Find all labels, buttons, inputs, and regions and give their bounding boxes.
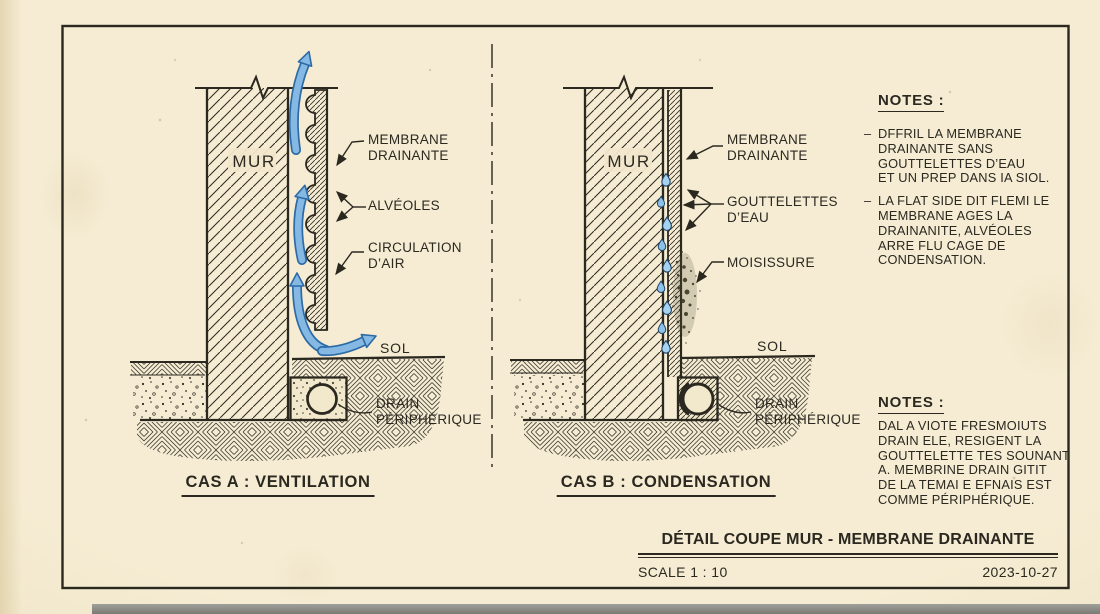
drawing-date: 2023-10-27 [982,564,1058,580]
water-droplets-b [656,172,672,354]
bullet-dash: – [864,193,872,209]
ground-line-b [680,354,816,360]
drawing-scale: SCALE 1 : 10 [638,564,728,580]
leader-lines-b [682,145,752,414]
notes-bottom-body: DAL A VIOTE FRESMOIUTS DRAIN ELE, RESIGE… [878,418,1071,507]
gravel-a [133,376,207,420]
airflow-arrows-a [288,50,377,357]
bullet-dash: – [864,126,872,141]
note-item: – LA FLAT SIDE DIT FLEMI LE MEMBRANE AGE… [864,193,1076,268]
case-a-drawing [130,50,446,461]
membrane-a [305,89,328,331]
drawing-title: DÉTAIL COUPE MUR - MEMBRANE DRAINANTE [638,531,1058,558]
wall-top-break-a [195,74,338,101]
drain-b [676,376,719,422]
note-text: LA FLAT SIDE DIT FLEMI LE MEMBRANE AGES … [878,193,1050,268]
title-block: DÉTAIL COUPE MUR - MEMBRANE DRAINANTE SC… [638,531,1058,580]
label-drain-a: DRAIN PÉRIPHÉRIQUE [376,396,482,427]
topsoil-band-b [511,361,585,374]
label-drain-b: DRAIN PÉRIPHÉRIQUE [755,396,861,427]
label-backing [228,148,276,172]
label-sol-b: SOL [757,338,788,354]
wall-a [207,88,288,420]
wall-label-a: MUR [232,152,276,171]
membrane-b [667,88,683,377]
notes-bottom-heading: NOTES : [878,394,945,415]
label-membrane-a: MEMBRANE DRAINANTE [368,132,449,163]
note-text: DFFRIL LA MEMBRANE DRAINANTE SANS GOUTTE… [878,126,1050,186]
leader-lines-a [335,140,373,414]
topsoil-band-a [131,362,207,375]
label-backing [604,148,652,172]
ground-line-a [291,355,446,361]
wall-b [585,88,663,420]
label-sol-a: SOL [380,340,411,356]
label-moisissure-b: MOISISSURE [727,255,815,270]
notes-top-heading: NOTES : [878,92,945,113]
window-edge-bar [92,604,1100,614]
wall-top-break-b [563,74,713,101]
label-gouttelettes-b: GOUTTELETTES D’EAU [727,194,838,225]
mold-speckles-b [671,251,701,344]
label-alveoles-a: ALVÉOLES [368,198,440,213]
paper-speckles [84,58,1016,545]
sheet-border [61,24,1070,590]
label-membrane-b: MEMBRANE DRAINANTE [727,132,808,163]
gravel-b [514,375,585,420]
wall-label-b: MUR [607,152,651,171]
soil-hatch-a [137,359,444,461]
notes-top-list: – DFFRIL LA MEMBRANE DRAINANTE SANS GOUT… [864,126,1076,276]
caption-case-a: CAS A : VENTILATION [181,473,375,498]
soil-hatch-b [524,358,812,461]
note-item: – DFFRIL LA MEMBRANE DRAINANTE SANS GOUT… [864,126,1076,186]
case-b-drawing [510,74,816,461]
caption-case-b: CAS B : CONDENSATION [556,473,776,498]
label-circulation-a: CIRCULATION D’AIR [368,240,462,271]
drain-a [289,376,348,422]
